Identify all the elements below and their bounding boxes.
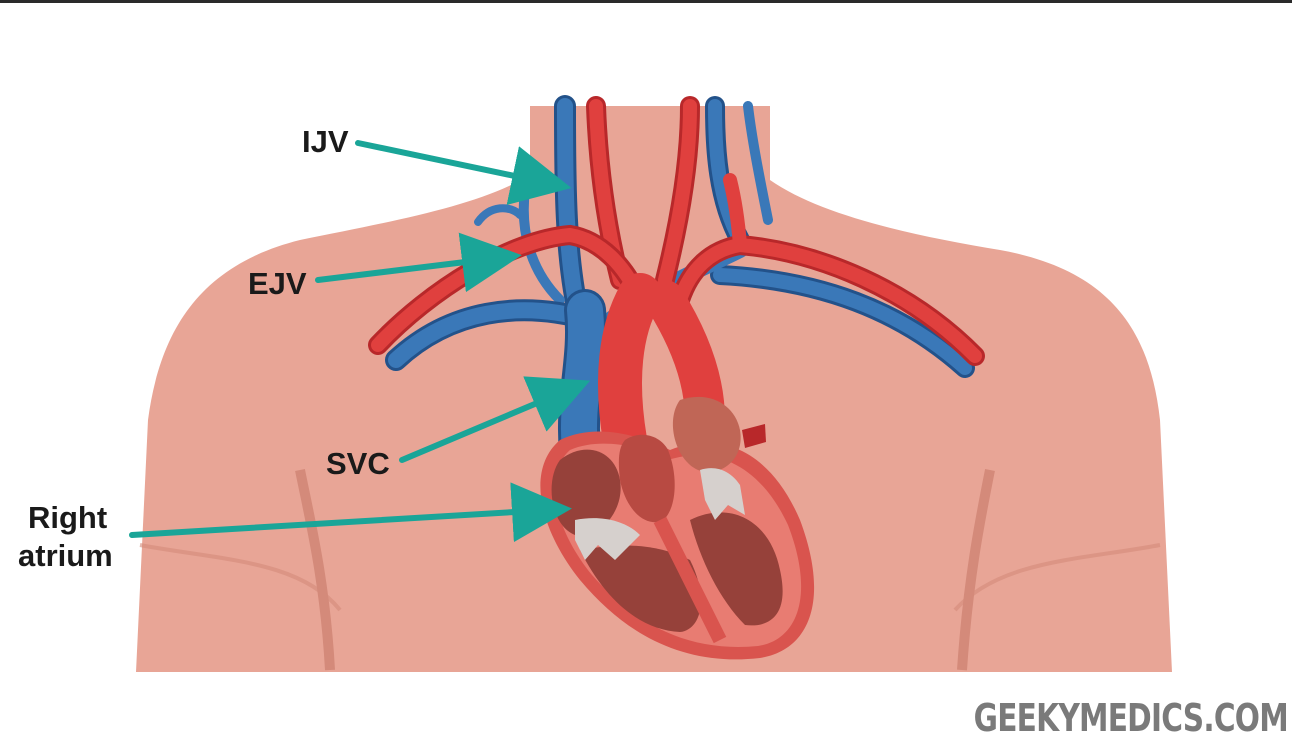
svc-label: SVC [326, 446, 390, 482]
ejv-label: EJV [248, 266, 307, 302]
watermark-logo: GEEKYMEDICS.COM [974, 696, 1288, 740]
right-atrium-label-line2: atrium [18, 538, 113, 574]
aortic-arch [620, 295, 640, 440]
right-atrium-label-line1: Right [28, 500, 107, 536]
ijv-arrow [358, 143, 548, 183]
svc-vessel [579, 310, 586, 450]
ijv-label: IJV [302, 124, 349, 160]
